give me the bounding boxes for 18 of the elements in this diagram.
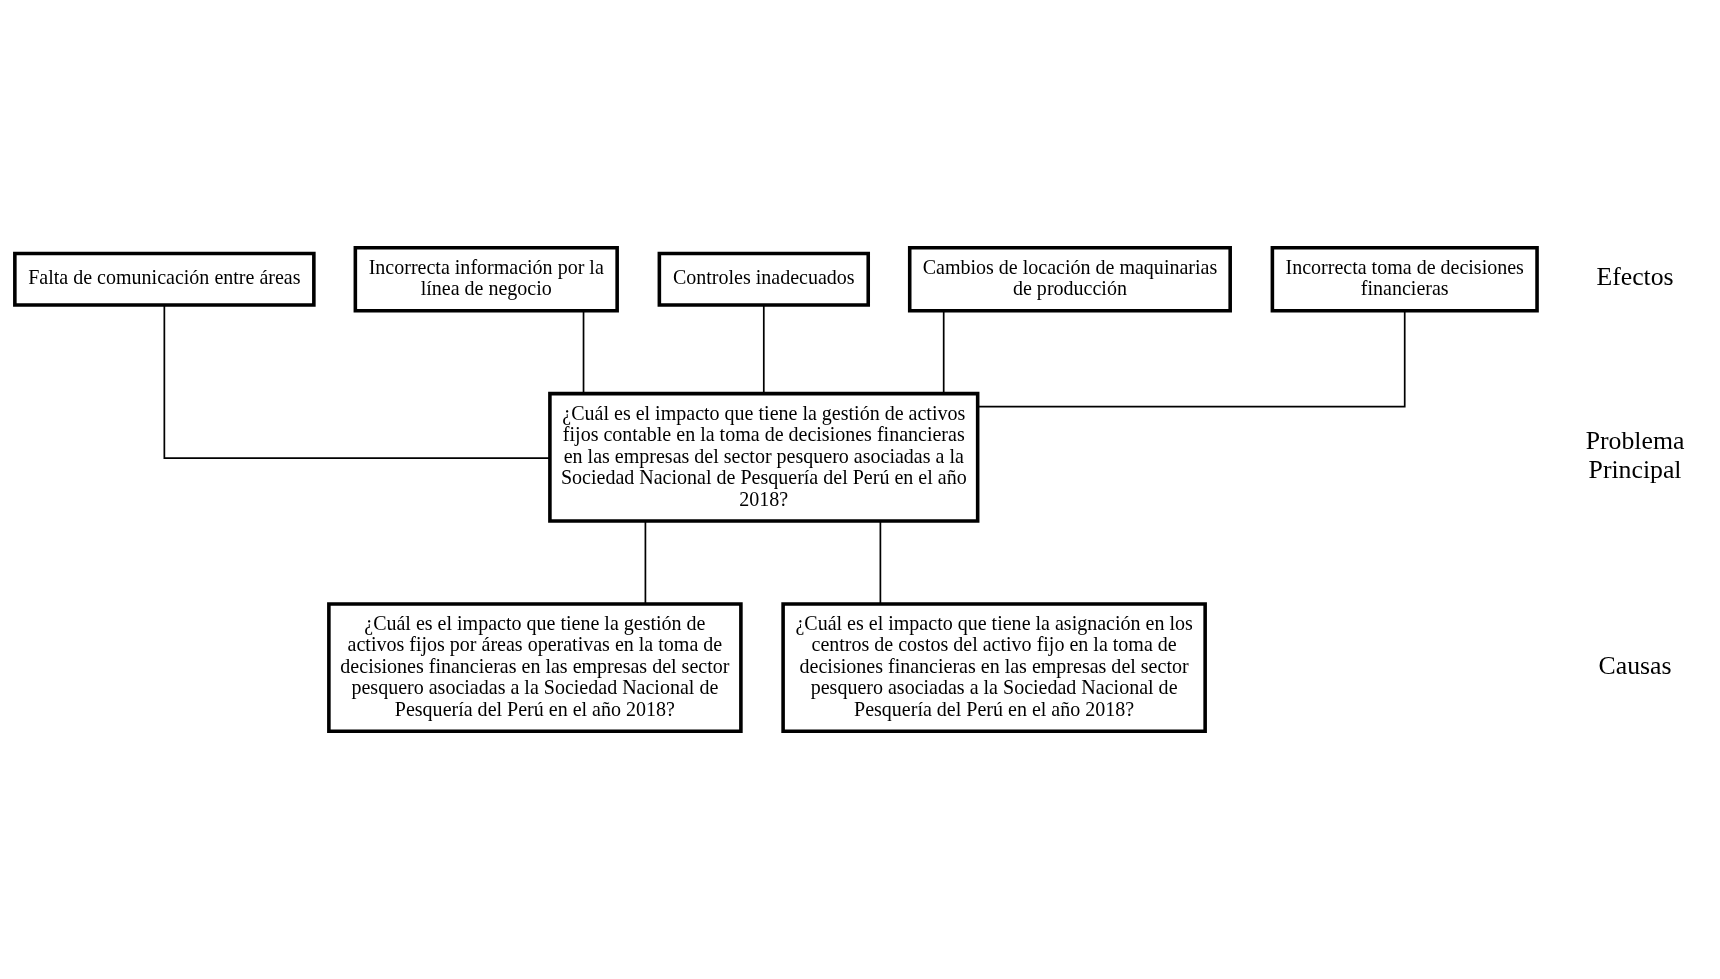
connector — [879, 520, 882, 605]
node-box: Incorrecta información por la línea de negocio — [353, 245, 619, 313]
node-box: ¿Cuál es el impacto que tiene la gestión de activos fijos por áreas operativas en la toma de decisiones financieras en las empresas del sector pesquero asociadas a la Sociedad Nacional de Pesquería del Perú en el año 2018? — [327, 602, 743, 734]
connector — [762, 304, 765, 395]
connector — [582, 310, 585, 395]
label: Efectos — [1596, 262, 1674, 292]
node-box: ¿Cuál es el impacto que tiene la gestión de activos fijos contable en la toma de decisiones financieras en las empresas del sector pesquero asociadas a la Sociedad Nacional de Pesquería del Perú en el año 2018? — [548, 391, 980, 523]
label: Causas — [1598, 650, 1672, 680]
connector — [977, 309, 1406, 408]
connector — [942, 310, 945, 395]
node-box: ¿Cuál es el impacto que tiene la asignación en los centros de costos del activo fijo en la toma de decisiones financieras en las empresas del sector pesquero asociadas a la Sociedad Nacional de Pesquería del Perú en el año 2018? — [781, 602, 1207, 734]
node-box: Falta de comunicación entre áreas — [13, 251, 316, 307]
label: Problema Principal — [1585, 426, 1685, 484]
node-box: Cambios de locación de maquinarias de producción — [907, 245, 1232, 313]
connector — [163, 304, 551, 459]
node-box: Incorrecta toma de decisiones financieras — [1270, 245, 1539, 313]
node-box: Controles inadecuados — [657, 251, 870, 307]
connector — [644, 520, 647, 605]
